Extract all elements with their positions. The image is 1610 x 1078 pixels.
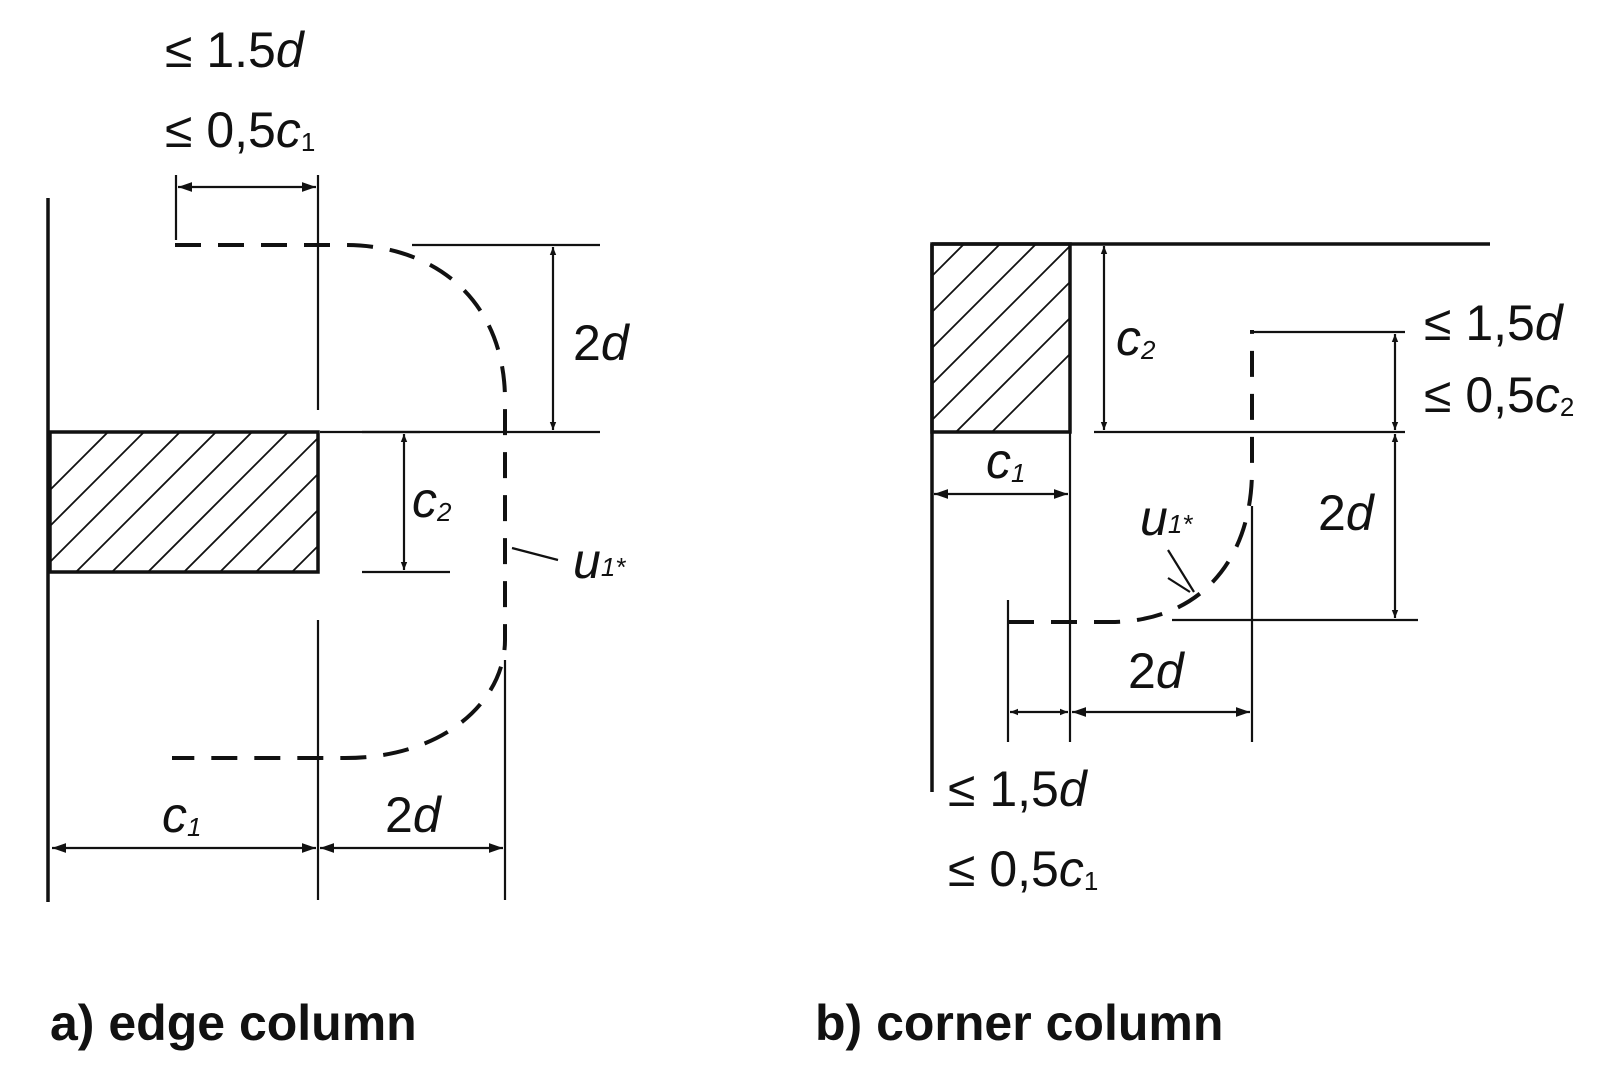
corner-c1-label: c1 (986, 433, 1025, 489)
corner-2d-vertical-label: 2d (1318, 485, 1376, 541)
corner-perimeter-label: u1* (1140, 490, 1193, 546)
corner-2d-horizontal-label: 2d (1128, 643, 1186, 699)
edge-control-perimeter (172, 243, 507, 760)
edge-top-limit-1: ≤ 1.5d (165, 22, 306, 78)
column-hatching (932, 244, 1070, 432)
edge-c2-label: c2 (412, 472, 452, 528)
edge-column-caption: a) edge column (50, 995, 417, 1051)
corner-bottom-limit-1: ≤ 1,5d (948, 761, 1089, 817)
corner-column-caption: b) corner column (815, 995, 1223, 1051)
edge-top-limit-2: ≤ 0,5c1 (165, 102, 315, 158)
corner-control-perimeter (1008, 330, 1254, 624)
corner-c2-label: c2 (1116, 310, 1156, 366)
corner-perimeter-leader (1167, 577, 1191, 593)
corner-column-section (930, 242, 1072, 434)
edge-2d-horizontal-label: 2d (385, 787, 443, 843)
edge-perimeter-label: u1* (573, 533, 626, 589)
column-hatching (50, 432, 318, 572)
edge-column-figure: ≤ 1.5d ≤ 0,5c1 2d c2 u1* c1 2d a) edge c… (46, 22, 631, 1051)
edge-c1-label: c1 (162, 787, 201, 843)
corner-bottom-limit-2: ≤ 0,5c1 (948, 841, 1098, 897)
corner-right-limit-2: ≤ 0,5c2 (1424, 367, 1574, 423)
corner-column-figure: c2 ≤ 1,5d ≤ 0,5c2 c1 u1* 2d 2d ≤ 1,5d ≤ … (815, 242, 1574, 1051)
edge-perimeter-leader (511, 546, 559, 562)
edge-column-section (48, 430, 320, 574)
corner-perimeter-leader (1167, 549, 1195, 593)
corner-right-limit-1: ≤ 1,5d (1424, 295, 1565, 351)
edge-2d-vertical-label: 2d (573, 315, 631, 371)
